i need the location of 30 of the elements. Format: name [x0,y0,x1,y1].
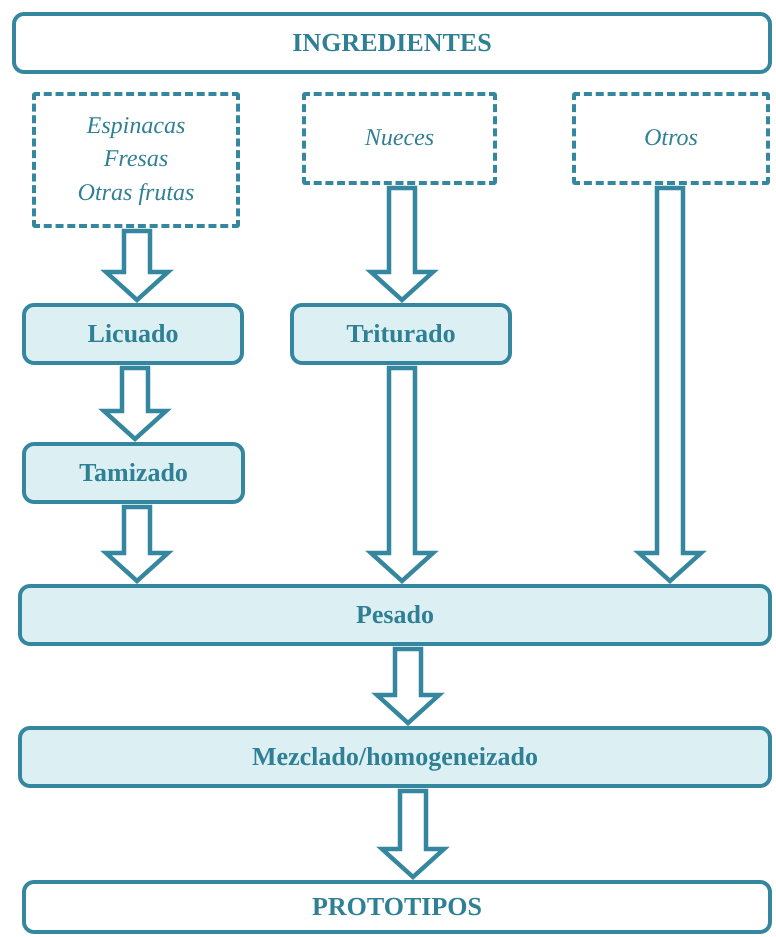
block-arrow [633,186,707,584]
node-label: Triturado [346,318,456,350]
node-label: Otros [644,124,698,153]
process-box [18,726,772,788]
block-arrow [365,366,439,584]
node-label: Pesado [356,598,434,631]
ingredient-box [572,92,770,185]
node-label: Otras frutas [78,178,194,208]
node-label: Mezclado/homogeneizado [252,740,538,773]
heading-box [12,12,772,74]
node-label: Nueces [364,124,434,153]
block-arrow [371,646,445,726]
node-label: PROTOTIPOS [312,890,482,923]
block-arrow [98,366,172,442]
node-label: Tamizado [79,456,188,489]
process-box [22,442,245,504]
node-label: INGREDIENTES [292,26,492,59]
node-label: Fresas [104,145,168,174]
ingredient-box [32,92,240,228]
process-box [22,303,244,365]
block-arrow [376,788,450,880]
node-label: Licuado [87,318,179,350]
ingredient-box [302,92,497,185]
block-arrow [100,228,174,304]
process-box [18,584,772,646]
block-arrow [365,186,439,304]
block-arrow [100,504,174,584]
heading-box [22,880,772,934]
node-label: Espinacas [86,112,186,141]
process-box [290,303,512,365]
